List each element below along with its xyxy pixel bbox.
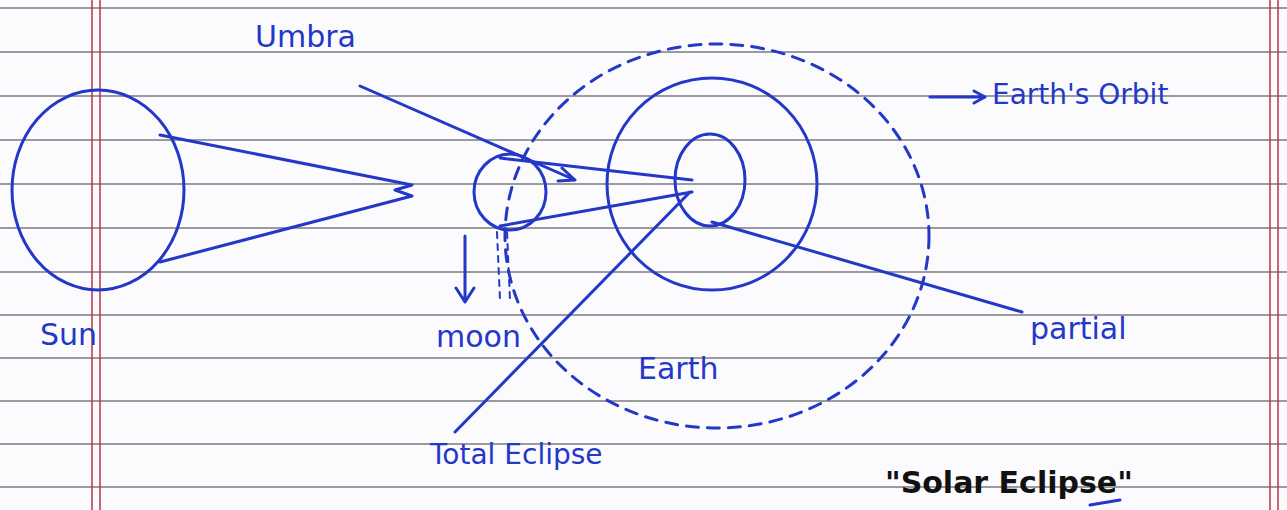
part-label: Earth [638, 352, 718, 385]
margin-lines [92, 0, 1278, 510]
leader-line [455, 192, 690, 432]
part-label: Umbra [255, 20, 356, 53]
diagram-title: "Solar Eclipse" [885, 466, 1133, 499]
part-label: partial [1030, 312, 1127, 345]
earth-circle [607, 78, 817, 290]
leader-line [930, 91, 985, 103]
leader-line [360, 86, 575, 181]
underline-stroke [1090, 500, 1120, 505]
leader-line [456, 236, 474, 302]
part-label: Total Eclipse [430, 440, 603, 471]
light-ray [160, 135, 412, 262]
leader-line [712, 222, 1022, 312]
part-label: Sun [40, 318, 97, 351]
part-label: moon [436, 320, 521, 353]
ruled-lines [0, 8, 1287, 487]
sun-circle [12, 90, 184, 290]
earth-orbit [505, 44, 929, 428]
part-label: Earth's Orbit [992, 80, 1168, 111]
dash-marks [497, 232, 510, 300]
